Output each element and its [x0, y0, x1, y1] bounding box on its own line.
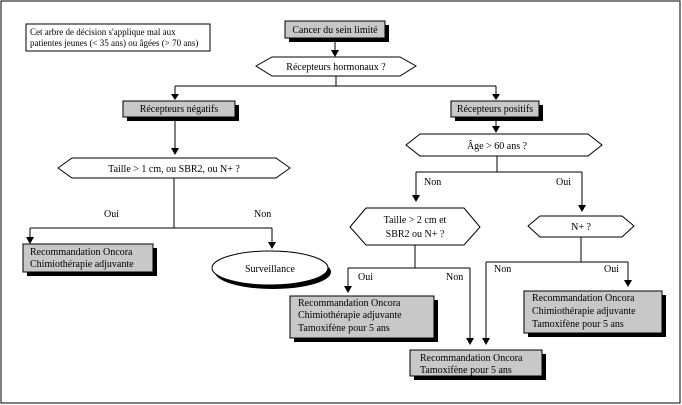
arrow-to-rec-chimio-tam-right [624, 280, 632, 287]
arrow-to-n [578, 205, 586, 212]
arrow-to-rec-chimio [26, 237, 34, 244]
rec-chimio-line1: Recommandation Oncora [30, 247, 133, 258]
n-question-label: N+ ? [571, 222, 591, 233]
hormone-question-label: Récepteurs hormonaux ? [286, 62, 386, 73]
arrow-n-to-rec-tam [482, 338, 490, 345]
surveillance-node: Surveillance [211, 250, 331, 289]
non-size2-label: Non [446, 272, 463, 283]
arrow-to-negative [171, 94, 179, 100]
root-label: Cancer du sein limité [292, 25, 378, 36]
arrow-to-positive [492, 94, 500, 100]
positive-receptors-label: Récepteurs positifs [457, 104, 533, 115]
rec-chimio-line2: Chimiothérapie adjuvante [30, 259, 134, 270]
positive-receptors-box: Récepteurs positifs [450, 100, 543, 121]
surveillance-label: Surveillance [245, 264, 296, 275]
rec-chimio-tam-right-box: Recommandation Oncora Chimiothérapie adj… [523, 290, 666, 337]
n-question: N+ ? [527, 215, 635, 238]
negative-receptors-label: Récepteurs négatifs [140, 104, 219, 115]
size2-line2: SBR2 ou N+ ? [386, 229, 445, 240]
arrow-to-size2 [412, 195, 420, 202]
hormone-question: Récepteurs hormonaux ? [255, 56, 417, 77]
rec-tam-box: Recommandation Oncora Tamoxifène pour 5 … [409, 349, 546, 380]
non-n-label: Non [494, 264, 511, 275]
arrow-to-size1 [171, 148, 179, 155]
rec-chimio-tam-line2: Chimiothérapie adjuvante [298, 310, 402, 321]
rec-chimio-tam-line3: Tamoxifène pour 5 ans [298, 323, 390, 334]
arrow-to-surveillance [268, 242, 276, 249]
oui-age-label: Oui [556, 177, 571, 188]
age-question: Âge > 60 ans ? [405, 133, 603, 157]
oui-n-label: Oui [604, 264, 619, 275]
size1-question-label: Taille > 1 cm, ou SBR2, ou N+ ? [108, 164, 240, 175]
rec-chimio-tam-line1: Recommandation Oncora [298, 298, 401, 309]
rec-chimio-tam-right-line2: Chimiothérapie adjuvante [532, 306, 636, 317]
rec-tam-line1: Recommandation Oncora [420, 353, 523, 364]
rec-chimio-tam-right-line1: Recommandation Oncora [532, 293, 635, 304]
size2-line1: Taille > 2 cm et [384, 215, 447, 226]
rec-chimio-tam-box: Recommandation Oncora Chimiothérapie adj… [289, 295, 438, 342]
age-question-label: Âge > 60 ans ? [467, 140, 528, 152]
note-line-1: Cet arbre de décision s'applique mal aux [30, 27, 176, 37]
negative-receptors-box: Récepteurs négatifs [122, 100, 239, 121]
non-left-label: Non [254, 209, 271, 220]
root-box: Cancer du sein limité [284, 20, 389, 42]
arrow-root-hormone [331, 50, 339, 57]
arrow-to-rec-chimio-tam [344, 286, 352, 293]
rec-chimio-box: Recommandation Oncora Chimiothérapie adj… [22, 243, 157, 276]
oui-size2-label: Oui [358, 272, 373, 283]
rec-chimio-tam-right-line3: Tamoxifène pour 5 ans [532, 319, 624, 330]
arrow-size2-to-rec-tam [466, 338, 474, 345]
note-box: Cet arbre de décision s'applique mal aux… [25, 23, 211, 52]
arrow-to-age [492, 126, 500, 133]
non-age-label: Non [424, 177, 441, 188]
rec-tam-line2: Tamoxifène pour 5 ans [420, 365, 512, 376]
note-line-2: patientes jeunes (< 35 ans) ou âgées (> … [30, 38, 198, 48]
size2-question: Taille > 2 cm et SBR2 ou N+ ? [349, 207, 481, 246]
size1-question: Taille > 1 cm, ou SBR2, ou N+ ? [57, 157, 291, 179]
oui-left-label: Oui [104, 209, 119, 220]
